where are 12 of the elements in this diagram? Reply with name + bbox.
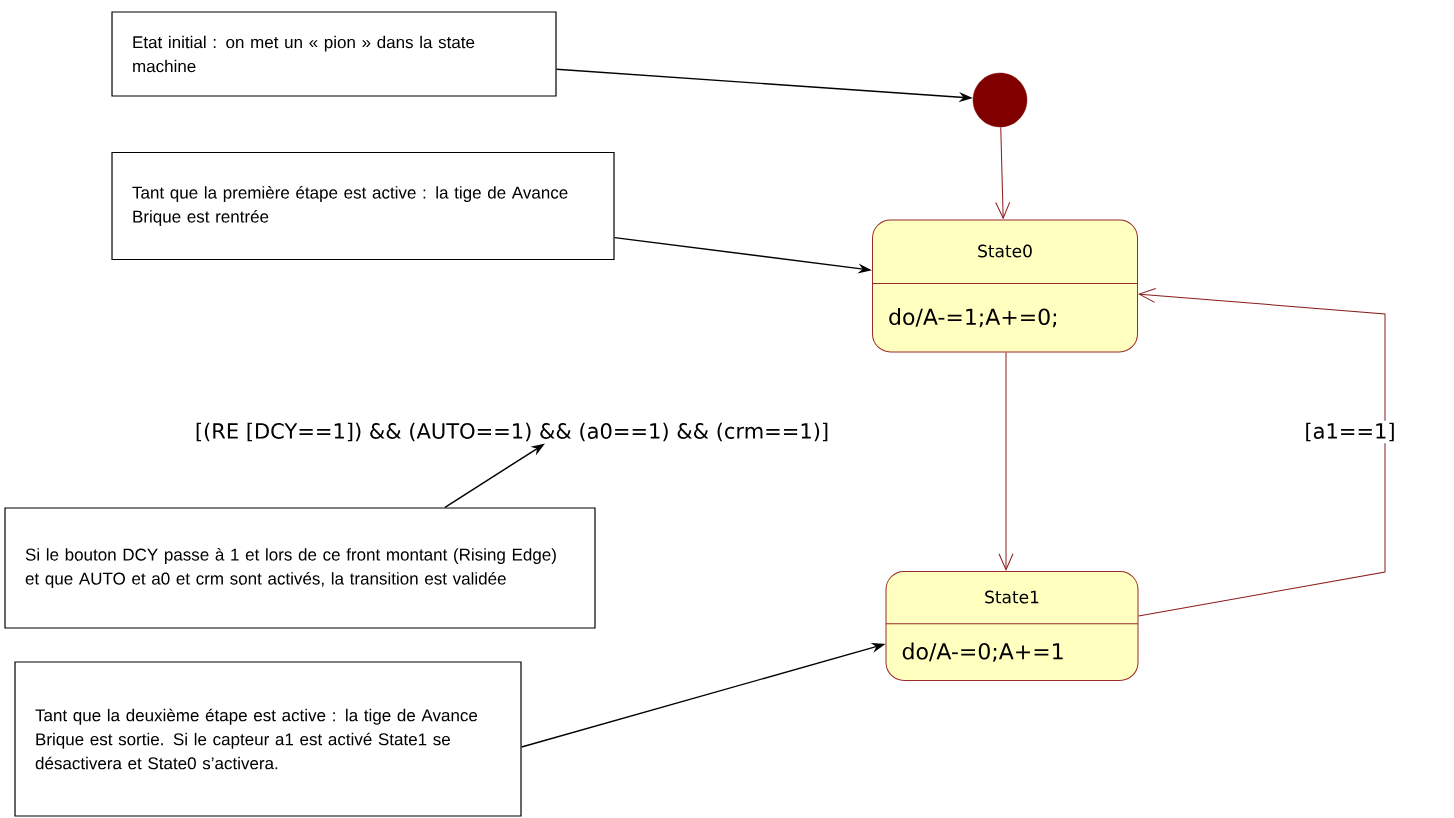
- edge-label: [a1==1]: [1302, 420, 1398, 444]
- state-box: State0 do/A-=1;A+=0;: [872, 219, 1138, 353]
- arrow: [995, 126, 1011, 219]
- arrow: [1138, 287, 1386, 617]
- note-box: Tant que la deuxième étape est active : la tige de Avance Brique est sortie. Si le capteur a1 est activé State1 se désactivera et State0 s’activera.: [14, 661, 522, 817]
- transition-condition: [(RE [DCY==1]) && (AUTO==1) && (a0==1) && (crm==1)]: [196, 422, 828, 442]
- note-box: Si le bouton DCY passe à 1 et lors de ce front montant (Rising Edge) et que AUTO et a0 et crm sont activés, la transition est validée: [4, 507, 596, 629]
- state-box: State1 do/A-=0;A+=1: [885, 571, 1139, 681]
- arrow: [998, 352, 1014, 571]
- note-box: Etat initial : on met un « pion » dans la state machine: [111, 11, 557, 97]
- initial-state-dot: [972, 72, 1028, 128]
- note-box: Tant que la première étape est active : la tige de Avance Brique est rentrée: [111, 151, 615, 261]
